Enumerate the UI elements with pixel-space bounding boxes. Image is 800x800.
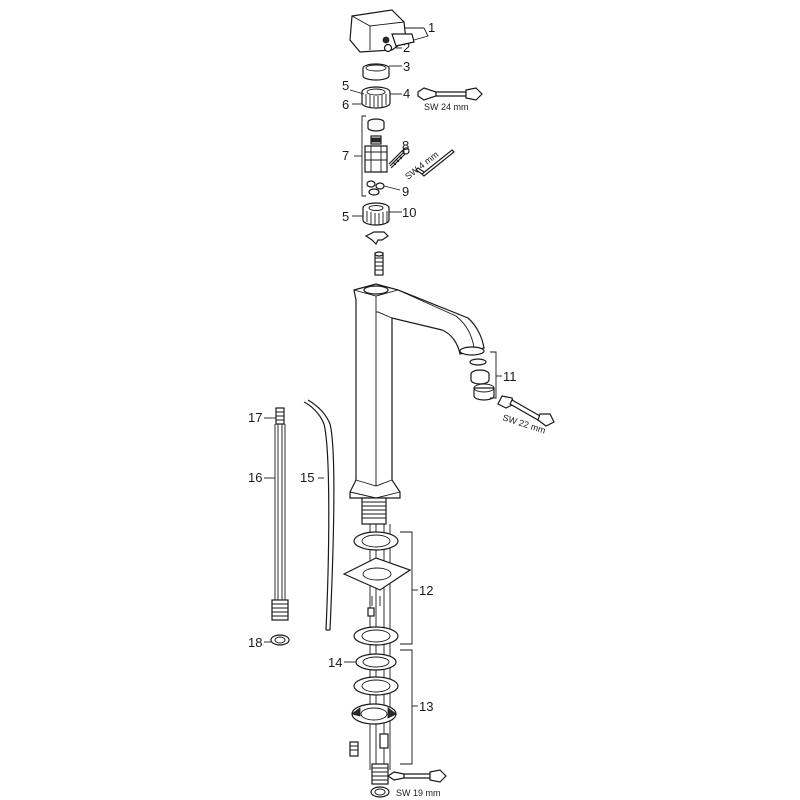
- callout-14: 14: [328, 655, 342, 670]
- callout-13: 13: [419, 699, 433, 714]
- callout-18: 18: [248, 635, 262, 650]
- part-12-lower-ring: [353, 626, 399, 646]
- callout-11: 11: [503, 369, 517, 384]
- callout-4: 4: [403, 86, 410, 101]
- part-2-screw: [383, 43, 393, 53]
- label-sw24: SW 24 mm: [424, 102, 469, 112]
- hose-nut: [271, 599, 289, 621]
- part-3-cover-ring: [362, 63, 390, 81]
- tool-size-labels: SW 24 mm SW 4 mm SW 22 mm SW 19 mm: [396, 102, 547, 798]
- part-13-bracket: [400, 649, 413, 765]
- part-8-screw: [388, 147, 410, 169]
- part-4-cartridge-nut: [361, 86, 391, 109]
- bottom-nut: [371, 763, 389, 785]
- callout-12: 12: [419, 583, 433, 598]
- part-18-washer: [270, 634, 290, 646]
- part-11-bracket: [490, 351, 497, 399]
- callout-5-upper: 5: [342, 78, 349, 93]
- callout-15: 15: [300, 470, 314, 485]
- label-sw19: SW 19 mm: [396, 788, 441, 798]
- part-13-bolt: [349, 733, 389, 757]
- clip-part: [364, 231, 389, 246]
- callout-8: 8: [402, 138, 409, 153]
- spindle: [374, 251, 384, 276]
- bottom-washer: [370, 786, 390, 798]
- part-11-aerator: [469, 358, 495, 401]
- callout-7: 7: [342, 148, 349, 163]
- callout-5-lower: 5: [342, 209, 349, 224]
- callout-9: 9: [402, 184, 409, 199]
- part-17-hose-fitting: [275, 407, 285, 425]
- callout-3: 3: [403, 59, 410, 74]
- part-1-lever-handle: [349, 9, 415, 53]
- cartridge-body: [364, 135, 388, 173]
- callout-6: 6: [342, 97, 349, 112]
- part-13-washer: [353, 676, 399, 696]
- part-14-ring: [355, 653, 397, 671]
- callout-10: 10: [402, 205, 416, 220]
- allen-key-sw4-icon: [415, 149, 455, 177]
- part-12-clips: [367, 596, 381, 617]
- part-10-valve-insert: [362, 202, 390, 226]
- callout-1: 1: [428, 20, 435, 35]
- part-12-upper-ring: [353, 531, 399, 551]
- part-12-square-plate: [342, 557, 412, 591]
- wrench-sw22-icon: [497, 395, 555, 427]
- wrench-sw19-icon: [386, 769, 447, 783]
- part-13-clamp: [351, 703, 397, 725]
- callout-2: 2: [403, 40, 410, 55]
- part-12-bracket: [400, 531, 413, 645]
- part-15-lift-rod: [303, 399, 335, 631]
- cartridge-small-ring: [367, 118, 385, 132]
- cartridge-seals: [366, 180, 385, 196]
- callout-17: 17: [248, 410, 262, 425]
- part-16-flex-hose: [274, 424, 286, 600]
- leader-lines: [264, 27, 502, 707]
- callout-16: 16: [248, 470, 262, 485]
- label-sw4: SW 4 mm: [403, 149, 440, 181]
- threaded-shank: [361, 497, 387, 525]
- tap-body: [349, 283, 485, 499]
- wrench-sw24-icon: [417, 87, 483, 101]
- callout-labels: 1 2 3 4 5 6 7 8 9 10 5 11 12 13 14 15 16…: [248, 20, 517, 714]
